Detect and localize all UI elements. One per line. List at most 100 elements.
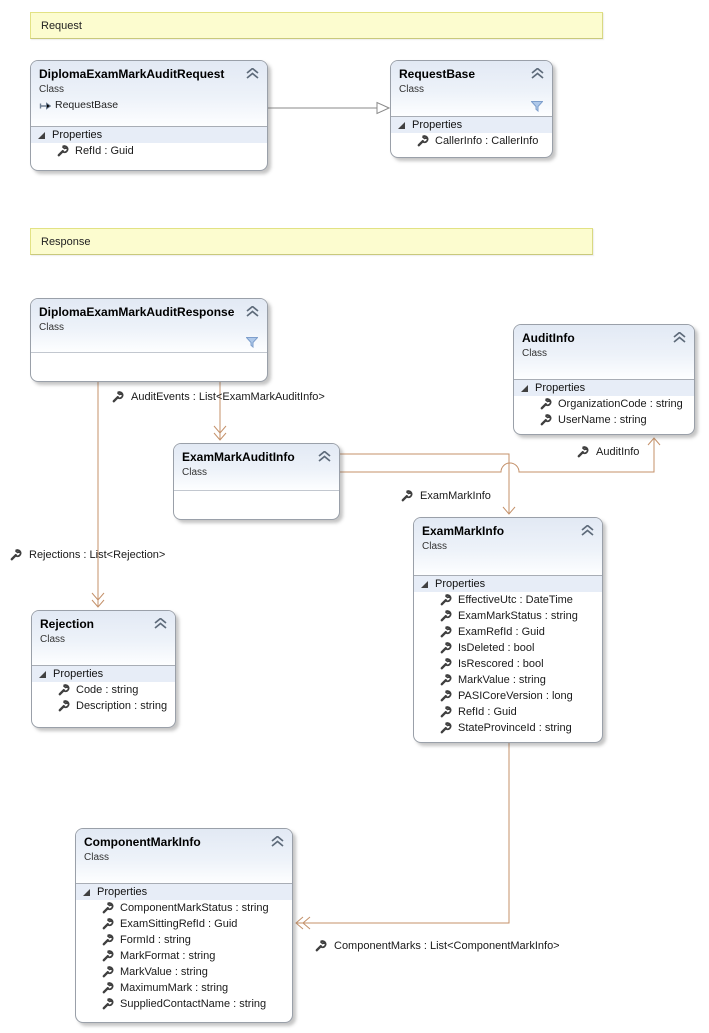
property-row[interactable]: RefId : Guid [31,143,267,159]
properties-section-header[interactable]: Properties [414,575,602,592]
class-header: ExamMarkAuditInfo Class [174,444,339,491]
class-auditinfo[interactable]: AuditInfo Class Properties OrganizationC… [513,324,695,435]
collapse-chevron-icon[interactable] [581,525,594,536]
association-label-auditinfo[interactable]: AuditInfo [577,446,639,458]
property-row[interactable]: FormId : string [76,932,292,948]
property-row[interactable]: PASICoreVersion : long [414,688,602,704]
collapse-chevron-icon[interactable] [154,618,167,629]
properties-section-header[interactable]: Properties [31,126,267,143]
association-exammarkinfo[interactable] [340,453,516,515]
properties-section-header[interactable]: Properties [76,883,292,900]
property-row[interactable]: RefId : Guid [414,704,602,720]
class-header: AuditInfo Class [514,325,694,379]
inheritance-arrow-icon [39,101,51,110]
expander-triangle-icon[interactable] [39,670,47,679]
comment-banner-response[interactable]: Response [30,228,593,255]
property-row[interactable]: IsRescored : bool [414,656,602,672]
wrench-icon [102,918,114,930]
class-header: ComponentMarkInfo Class [76,829,292,883]
inheritance-connector-requestbase[interactable] [268,101,391,115]
class-title: ComponentMarkInfo [84,835,201,849]
association-label-text: Rejections : List<Rejection> [29,549,166,561]
association-label-exammarkinfo[interactable]: ExamMarkInfo [401,490,491,502]
property-row[interactable]: Code : string [32,682,175,698]
wrench-icon [102,966,114,978]
class-exammarkauditinfo[interactable]: ExamMarkAuditInfo Class [173,443,340,520]
wrench-icon [112,391,124,403]
banner-response-text: Response [41,235,91,248]
property-row[interactable]: OrganizationCode : string [514,396,694,412]
properties-section-header[interactable]: Properties [32,665,175,682]
property-row[interactable]: MarkValue : string [76,964,292,980]
property-row[interactable]: EffectiveUtc : DateTime [414,592,602,608]
section-label: Properties [435,578,486,590]
property-row[interactable]: MaximumMark : string [76,980,292,996]
class-diplomaexammarkauditresponse[interactable]: DiplomaExamMarkAuditResponse Class [30,298,268,382]
section-label: Properties [535,382,586,394]
property-row[interactable]: ExamRefId : Guid [414,624,602,640]
property-row[interactable]: ExamMarkStatus : string [414,608,602,624]
collapse-chevron-icon[interactable] [318,451,331,462]
class-stereotype: Class [84,852,110,863]
properties-section-header[interactable]: Properties [391,116,552,133]
association-label-rejections[interactable]: Rejections : List<Rejection> [10,549,165,561]
banner-request-text: Request [41,19,82,32]
association-auditevents[interactable] [213,382,227,441]
filter-icon[interactable] [531,101,543,112]
class-componentmarkinfo[interactable]: ComponentMarkInfo Class Properties Compo… [75,828,293,1023]
expander-triangle-icon[interactable] [83,888,91,897]
property-row[interactable]: ExamSittingRefId : Guid [76,916,292,932]
class-header: ExamMarkInfo Class [414,518,602,575]
association-rejections[interactable] [91,382,105,608]
filter-icon[interactable] [246,337,258,348]
property-text: StateProvinceId : string [458,721,572,734]
base-type-name: RequestBase [55,99,119,111]
class-diplomaexammarkauditrequest[interactable]: DiplomaExamMarkAuditRequest Class Reques… [30,60,268,171]
property-row[interactable]: ComponentMarkStatus : string [76,900,292,916]
wrench-icon [440,594,452,606]
properties-section-header[interactable]: Properties [514,379,694,396]
association-label-componentmarks[interactable]: ComponentMarks : List<ComponentMarkInfo> [315,940,560,952]
section-label: Properties [52,129,103,141]
property-row[interactable]: StateProvinceId : string [414,720,602,736]
property-text: MarkValue : string [120,965,208,978]
property-row[interactable]: MarkFormat : string [76,948,292,964]
association-auditinfo[interactable] [340,437,661,473]
collapse-chevron-icon[interactable] [246,306,259,317]
property-text: ExamMarkStatus : string [458,609,578,622]
class-stereotype: Class [182,467,208,478]
collapse-chevron-icon[interactable] [531,68,544,79]
property-row[interactable]: CallerInfo : CallerInfo [391,133,552,149]
class-header: RequestBase Class [391,61,552,116]
class-stereotype: Class [522,348,548,359]
class-stereotype: Class [422,541,448,552]
expander-triangle-icon[interactable] [38,131,46,140]
property-text: PASICoreVersion : long [458,689,573,702]
class-exammarkinfo[interactable]: ExamMarkInfo Class Properties EffectiveU… [413,517,603,743]
property-text: RefId : Guid [458,705,517,718]
comment-banner-request[interactable]: Request [30,12,603,39]
association-componentmarks[interactable] [295,743,510,930]
property-text: IsDeleted : bool [458,641,535,654]
property-row[interactable]: SuppliedContactName : string [76,996,292,1012]
class-requestbase[interactable]: RequestBase Class Properties CallerInfo … [390,60,553,158]
collapse-chevron-icon[interactable] [271,836,284,847]
property-row[interactable]: Description : string [32,698,175,714]
association-label-auditevents[interactable]: AuditEvents : List<ExamMarkAuditInfo> [112,391,325,403]
property-row[interactable]: UserName : string [514,412,694,428]
expander-triangle-icon[interactable] [421,580,429,589]
property-row[interactable]: MarkValue : string [414,672,602,688]
collapse-chevron-icon[interactable] [673,332,686,343]
wrench-icon [58,684,70,696]
wrench-icon [440,722,452,734]
property-text: ExamSittingRefId : Guid [120,917,238,930]
expander-triangle-icon[interactable] [398,121,406,130]
class-stereotype: Class [39,84,65,95]
property-row[interactable]: IsDeleted : bool [414,640,602,656]
class-rejection[interactable]: Rejection Class Properties Code : string… [31,610,176,728]
expander-triangle-icon[interactable] [521,384,529,393]
collapse-chevron-icon[interactable] [246,68,259,79]
association-label-text: ComponentMarks : List<ComponentMarkInfo> [334,940,560,952]
base-type-row[interactable]: RequestBase [39,99,259,112]
wrench-icon [540,398,552,410]
